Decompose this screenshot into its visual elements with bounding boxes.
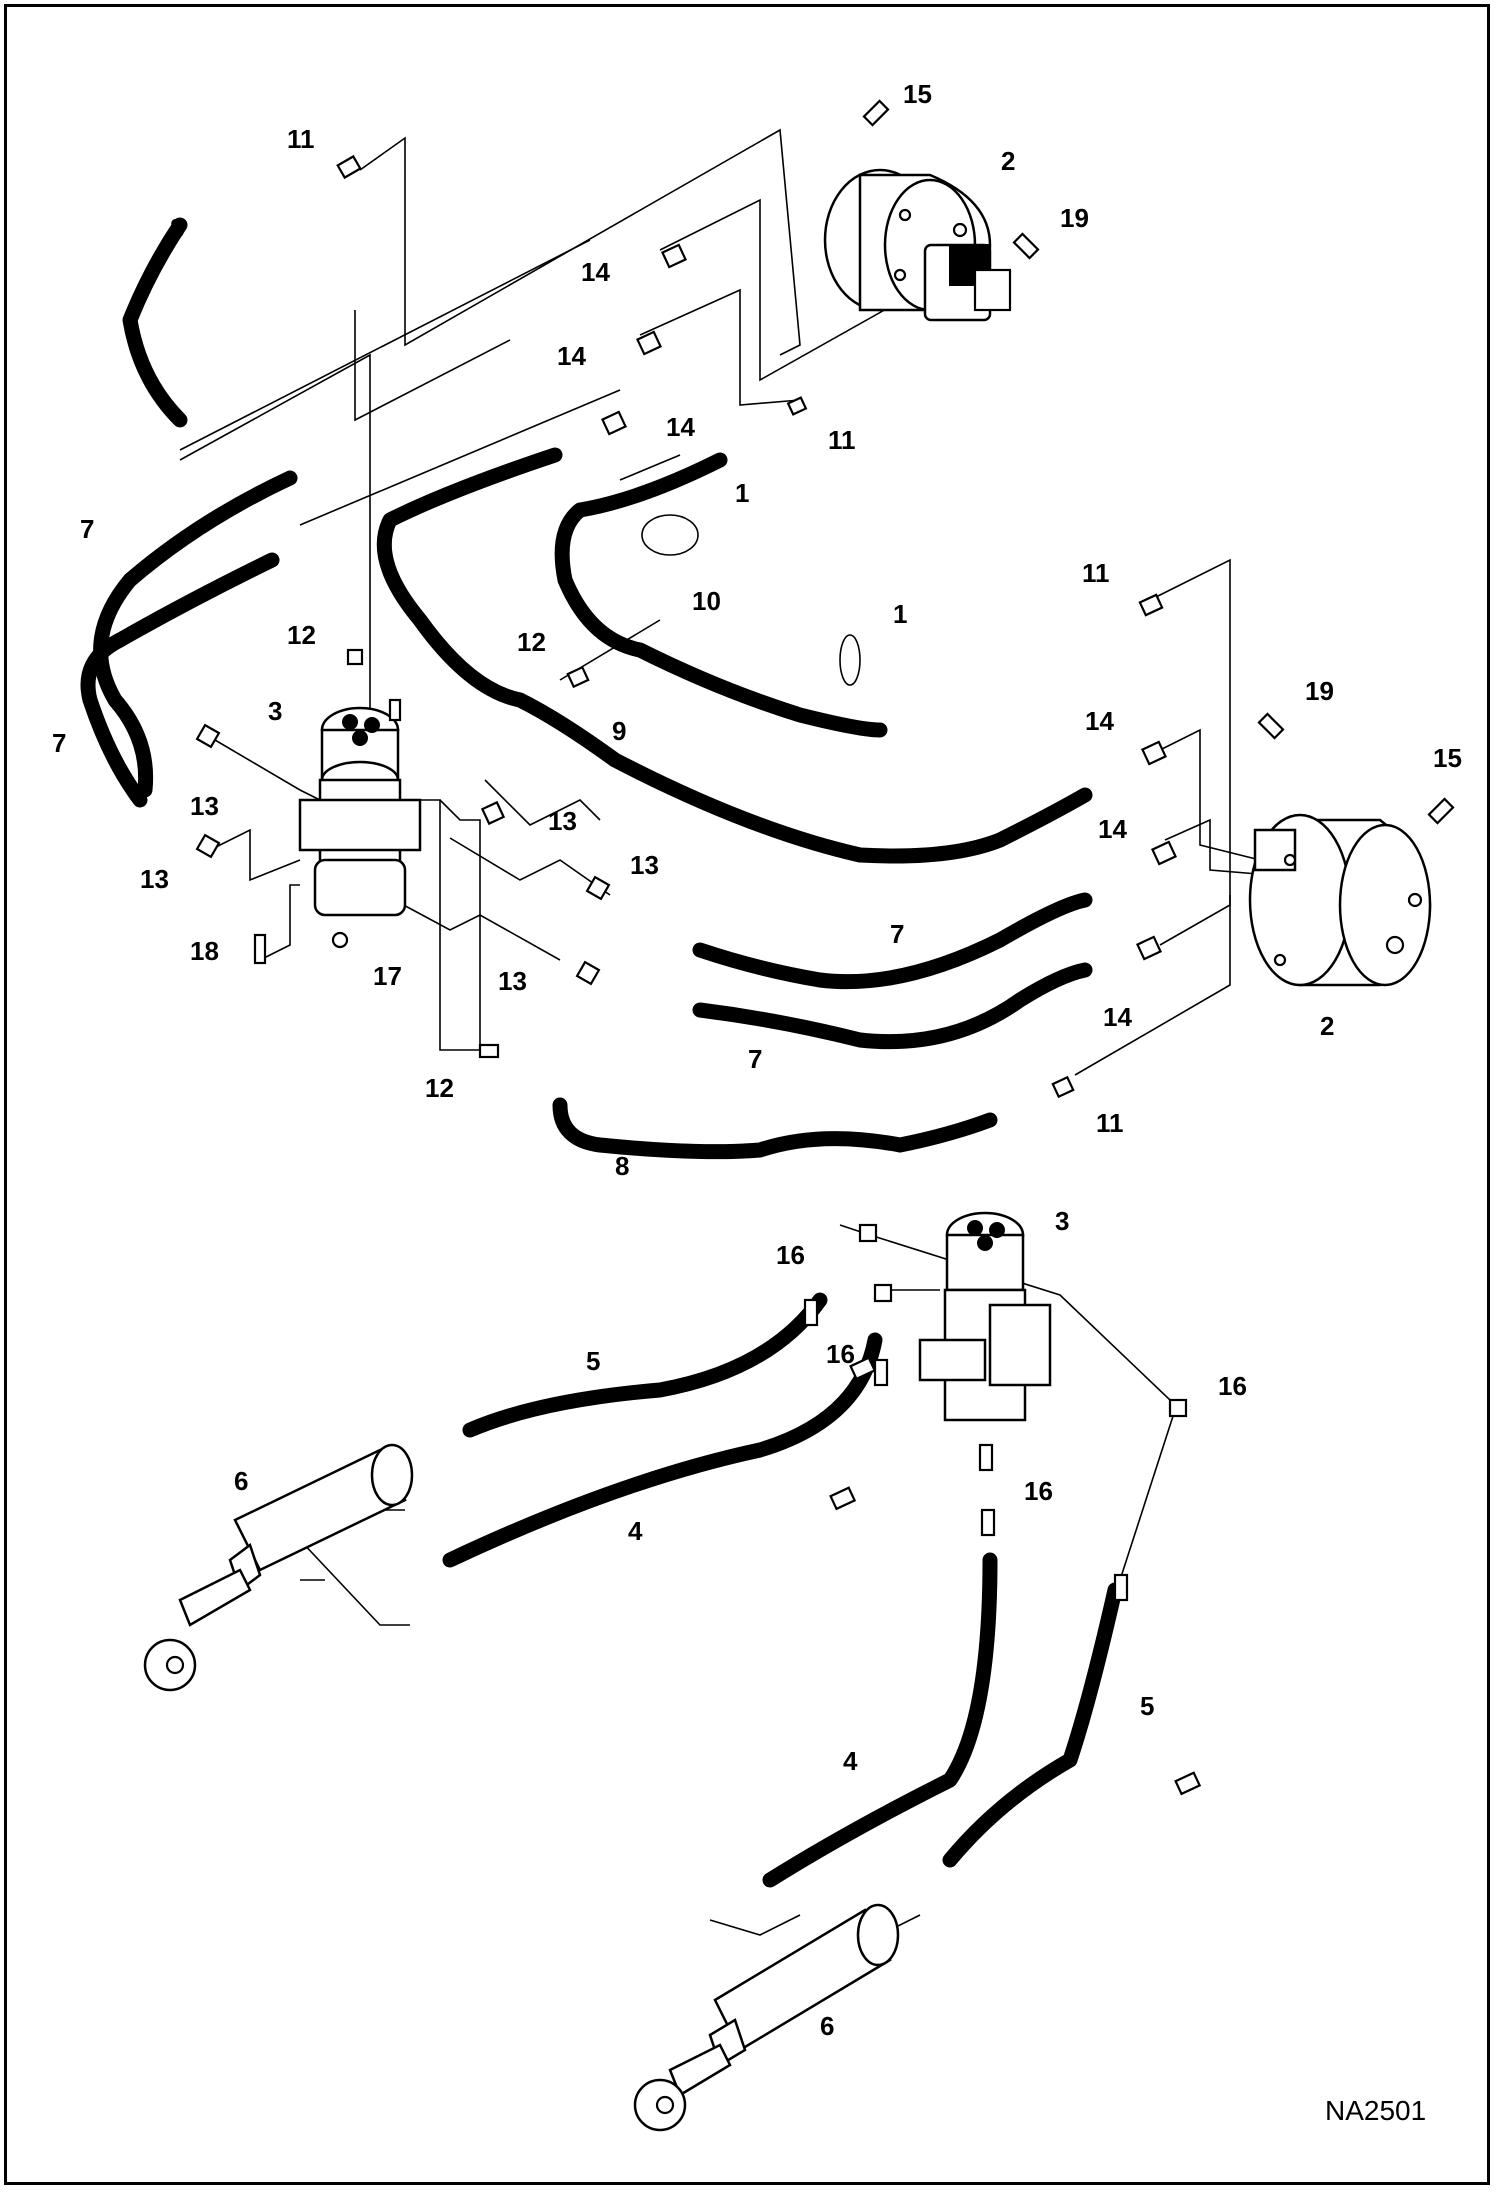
swivel-joint-bottom (918, 1211, 1052, 1422)
cable-ties (641, 514, 861, 686)
callout-14: 14 (581, 257, 610, 287)
callout-9: 9 (612, 716, 626, 746)
callout-8: 8 (615, 1151, 629, 1181)
callout-19: 19 (1305, 676, 1334, 706)
callout-16: 16 (826, 1339, 855, 1369)
callout-15: 15 (1433, 743, 1462, 773)
callout-16: 16 (1218, 1371, 1247, 1401)
callout-14: 14 (1098, 814, 1127, 844)
callout-5: 5 (1140, 1691, 1154, 1721)
callout-17: 17 (373, 961, 402, 991)
callout-14: 14 (666, 412, 695, 442)
callout-4: 4 (628, 1516, 643, 1546)
callout-2: 2 (1001, 146, 1015, 176)
callout-7: 7 (748, 1044, 762, 1074)
callout-4: 4 (843, 1746, 858, 1776)
callout-19: 19 (1060, 203, 1089, 233)
callout-13: 13 (548, 806, 577, 836)
callout-6: 6 (234, 1466, 248, 1496)
callout-5: 5 (586, 1346, 600, 1376)
callout-7: 7 (890, 919, 904, 949)
drive-motor-right (1248, 813, 1432, 987)
drive-motor-top (823, 168, 1012, 322)
callout-7: 7 (80, 514, 94, 544)
fittings (195, 99, 1455, 1796)
callout-8: 8 (170, 213, 184, 243)
callout-16: 16 (776, 1240, 805, 1270)
callout-11: 11 (1082, 558, 1110, 588)
cylinder-bottom (633, 1903, 900, 2132)
leader-lines (179, 128, 1271, 1936)
callout-18: 18 (190, 936, 219, 966)
callout-1: 1 (893, 599, 907, 629)
callout-12: 12 (425, 1073, 454, 1103)
callout-11: 11 (1096, 1108, 1124, 1138)
callout-1: 1 (735, 478, 749, 508)
callout-10: 10 (692, 586, 721, 616)
callout-labels: 1 1 2 2 3 3 4 4 5 5 6 6 7 7 7 7 8 8 9 10… (52, 79, 1462, 2041)
swivel-joint-top (298, 698, 422, 917)
callout-11: 11 (287, 124, 315, 154)
callout-16: 16 (1024, 1476, 1053, 1506)
drawing-id: NA2501 (1325, 2095, 1426, 2126)
callout-6: 6 (820, 2011, 834, 2041)
callout-14: 14 (1103, 1002, 1132, 1032)
callout-3: 3 (1055, 1206, 1069, 1236)
callout-14: 14 (557, 341, 586, 371)
callout-14: 14 (1085, 706, 1114, 736)
callout-12: 12 (287, 620, 316, 650)
callout-12: 12 (517, 627, 546, 657)
callout-13: 13 (498, 966, 527, 996)
callout-13: 13 (190, 791, 219, 821)
hoses (80, 217, 1123, 1888)
diagram-frame (4, 4, 1490, 2185)
callout-13: 13 (140, 864, 169, 894)
callout-2: 2 (1320, 1011, 1334, 1041)
callout-15: 15 (903, 79, 932, 109)
cylinder-left (143, 1443, 414, 1692)
callout-11: 11 (828, 425, 856, 455)
callout-3: 3 (268, 696, 282, 726)
callout-13: 13 (630, 850, 659, 880)
callout-7: 7 (52, 728, 66, 758)
